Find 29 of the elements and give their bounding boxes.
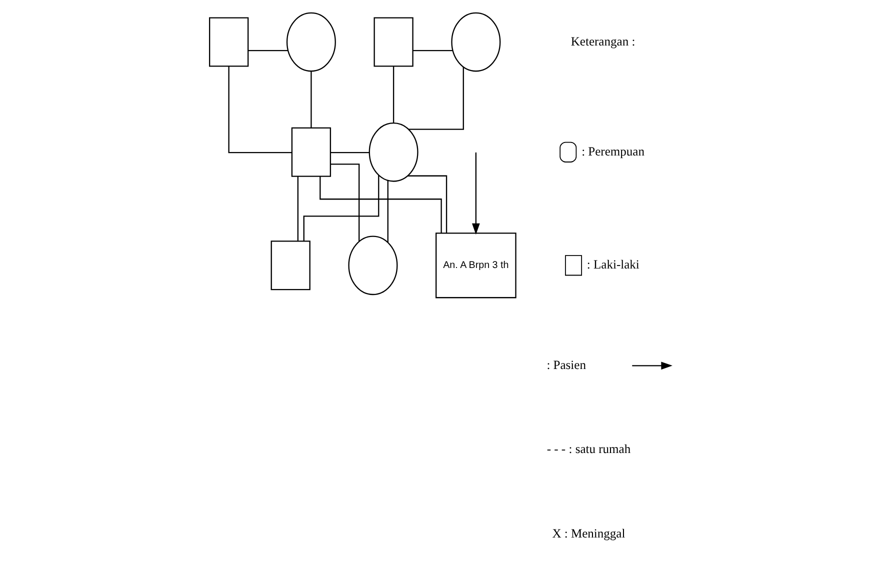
node-box: An. A Brpn 3 th <box>436 232 516 298</box>
connector <box>310 71 312 128</box>
node-circle <box>286 12 336 72</box>
connector <box>320 176 442 234</box>
connector <box>408 175 448 234</box>
connector <box>330 164 360 242</box>
connector <box>413 50 453 52</box>
connector <box>248 50 288 52</box>
legend-label: : Perempuan <box>582 144 644 158</box>
connector <box>387 180 388 242</box>
node-circle <box>451 12 501 72</box>
node-box <box>209 17 249 67</box>
connector <box>408 67 464 130</box>
node-box <box>291 127 332 177</box>
connector <box>297 176 298 242</box>
label: Keterangan : <box>570 34 636 48</box>
legend-label: X : Meninggal <box>552 526 626 540</box>
arrow <box>472 152 480 235</box>
connector <box>392 66 394 123</box>
legend-label: - - - : satu rumah <box>546 442 631 456</box>
node-box <box>270 240 310 290</box>
legend-label: : Pasien <box>546 358 586 372</box>
legend-label: : Laki-laki <box>586 258 640 272</box>
node-circle <box>368 122 418 182</box>
node-circle <box>348 236 398 296</box>
connector <box>228 66 292 154</box>
connector <box>303 175 380 242</box>
connector <box>330 152 370 154</box>
node-box <box>374 17 414 67</box>
